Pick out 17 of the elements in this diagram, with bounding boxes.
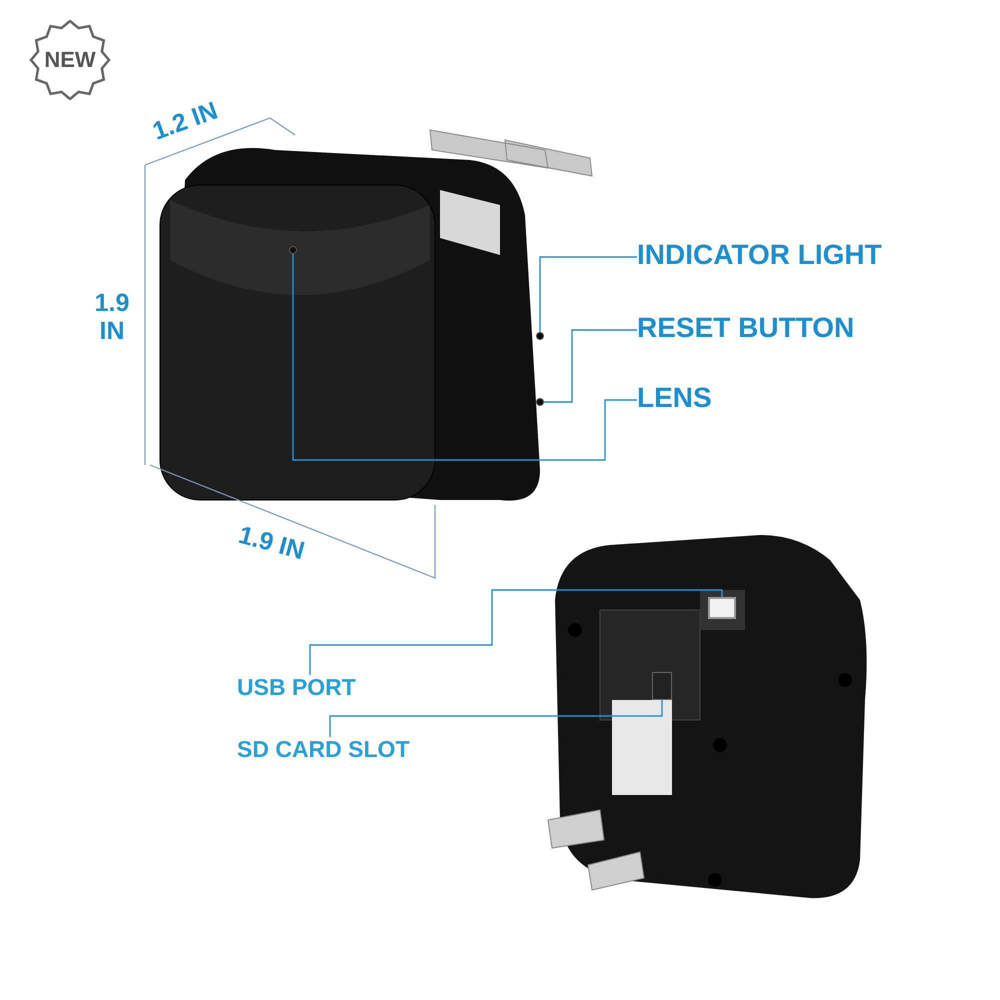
- callout-label: SD CARD SLOT: [237, 737, 410, 762]
- dimension-label: 1.2 IN: [149, 97, 222, 146]
- dimension-label: 1.9 IN: [236, 522, 308, 566]
- sd-card-slot: [652, 672, 672, 700]
- leader-line: [544, 329, 637, 403]
- dimension-label: 1.9 IN: [94, 290, 130, 345]
- leader-line: [292, 254, 637, 461]
- leader-line: [539, 256, 637, 332]
- indicator-light: [536, 332, 544, 340]
- leader-line: [329, 700, 663, 737]
- callout-label: INDICATOR LIGHT: [637, 240, 882, 271]
- callout-label: USB PORT: [237, 675, 356, 700]
- callout-label: LENS: [637, 383, 712, 414]
- leader-line: [309, 589, 723, 675]
- reset-button: [536, 398, 544, 406]
- usb-port: [708, 597, 736, 619]
- callout-label: RESET BUTTON: [637, 313, 854, 344]
